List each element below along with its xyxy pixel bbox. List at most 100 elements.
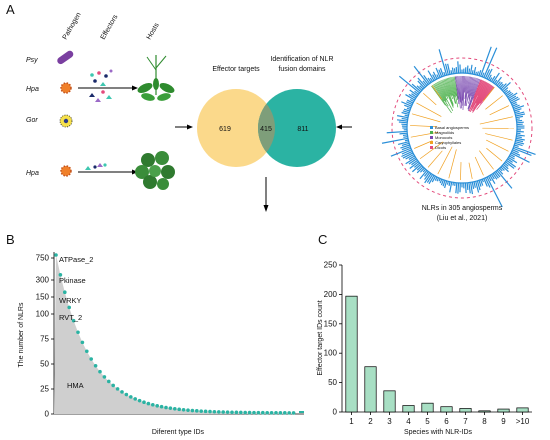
nlr-bar bbox=[514, 142, 523, 147]
tree-branch bbox=[479, 150, 494, 170]
panel-b-y-tick: 750 bbox=[36, 254, 50, 263]
nlr-bar bbox=[514, 108, 522, 112]
tree-branch bbox=[438, 81, 447, 97]
nlr-bar bbox=[476, 180, 481, 191]
nlr-bar bbox=[495, 76, 502, 85]
panel-c-x-title: Species with NLR-IDs bbox=[404, 429, 473, 436]
tree-branch bbox=[457, 76, 461, 109]
tree-branch bbox=[468, 77, 474, 98]
nlr-bar bbox=[487, 74, 492, 81]
nlr-bar bbox=[416, 166, 424, 174]
panel-b-point bbox=[208, 409, 212, 414]
panel-b-point bbox=[129, 395, 133, 399]
tree-branch bbox=[445, 78, 454, 100]
tree-branch bbox=[477, 81, 486, 96]
panel-b-point bbox=[212, 409, 217, 414]
venn-left-title: Effector targets bbox=[212, 66, 260, 73]
tree-branch bbox=[464, 76, 468, 99]
tree-branch bbox=[485, 95, 503, 110]
nlr-bar bbox=[513, 105, 525, 110]
psy-pathogen-icon bbox=[57, 50, 74, 65]
nlr-bar bbox=[503, 162, 509, 167]
tree-branch bbox=[454, 76, 460, 105]
nlr-bar bbox=[401, 101, 412, 107]
nlr-bar bbox=[381, 137, 409, 144]
nlr-bar bbox=[515, 113, 526, 117]
nlr-bar bbox=[470, 182, 474, 195]
nlr-bar bbox=[434, 176, 438, 181]
tree-branch bbox=[439, 80, 449, 99]
nlr-bar bbox=[428, 175, 435, 185]
nlr-bar bbox=[505, 90, 511, 95]
venn-right-circle bbox=[258, 89, 336, 167]
tree-branch bbox=[419, 141, 444, 160]
nlr-bar bbox=[406, 99, 414, 104]
panel-b-point bbox=[234, 410, 239, 415]
nlr-bar bbox=[515, 139, 524, 143]
tree-branch bbox=[480, 86, 494, 104]
panel-c-y-tick: 50 bbox=[328, 378, 337, 387]
nlr-bar bbox=[478, 70, 482, 76]
nlr-bar bbox=[457, 182, 460, 194]
nlr-bar bbox=[455, 182, 458, 194]
tree-branch bbox=[464, 76, 469, 106]
panel-c-y-tick: 250 bbox=[324, 261, 338, 270]
tree-branch bbox=[467, 78, 481, 111]
tree-branch bbox=[459, 76, 462, 104]
nlr-bar bbox=[424, 172, 431, 180]
tree-branch bbox=[431, 85, 446, 106]
panel-b-annotation: RVT_2 bbox=[59, 313, 82, 322]
tree-branch bbox=[460, 76, 463, 109]
nlr-bar bbox=[516, 134, 525, 137]
panel-b-point bbox=[151, 402, 155, 407]
nlr-bar bbox=[478, 180, 482, 187]
row-label-hpa: Hpa bbox=[26, 86, 39, 93]
nlr-bar bbox=[497, 81, 503, 88]
panel-b-y-tick: 100 bbox=[36, 310, 50, 319]
hpa-pathogen-icon-2 bbox=[60, 165, 72, 177]
legend-magnoliids: Magnoliids bbox=[435, 130, 454, 135]
nlr-bar bbox=[493, 79, 498, 84]
panel-b-annotation: HMA bbox=[67, 381, 84, 390]
nlr-bar bbox=[413, 65, 429, 85]
panel-b-point bbox=[120, 390, 124, 394]
tree-branch bbox=[451, 76, 459, 108]
panel-b-point bbox=[247, 410, 252, 415]
nlr-bar bbox=[401, 142, 410, 147]
nlr-bar bbox=[492, 72, 500, 83]
panel-b-point bbox=[159, 404, 164, 409]
tree-branch bbox=[471, 80, 485, 108]
tree-branch bbox=[472, 84, 492, 113]
nlr-bar bbox=[486, 176, 503, 208]
nlr-bar bbox=[471, 181, 475, 189]
panel-b-point bbox=[63, 290, 67, 294]
tree-branch bbox=[434, 83, 449, 107]
nlr-bar bbox=[449, 181, 453, 193]
panel-b-point bbox=[85, 349, 89, 354]
panel-b-point bbox=[107, 379, 111, 384]
panel-b-point bbox=[71, 318, 76, 323]
panel-b-point bbox=[221, 410, 225, 414]
nlr-bar bbox=[511, 101, 517, 106]
tree-branch bbox=[479, 85, 493, 104]
panel-b-point bbox=[164, 405, 168, 410]
nlr-bar bbox=[408, 158, 417, 165]
panel-c-x-tick: >10 bbox=[516, 417, 530, 426]
nlr-bar bbox=[398, 121, 408, 124]
nlr-bar bbox=[513, 146, 536, 156]
nlr-bar bbox=[476, 71, 480, 76]
panel-b-point bbox=[124, 392, 129, 397]
nlr-bar bbox=[401, 149, 412, 155]
tree-branch bbox=[427, 150, 443, 168]
nlr-bar bbox=[414, 162, 421, 168]
tree-branch bbox=[472, 79, 482, 101]
panel-b-point bbox=[146, 401, 151, 406]
panel-b-point bbox=[67, 305, 71, 310]
panel-b-point bbox=[115, 387, 120, 391]
nlr-bar bbox=[448, 181, 451, 187]
nlr-bar bbox=[436, 74, 440, 79]
venn-right-title-1: Identification of NLR bbox=[270, 56, 333, 63]
panel-a-letter: A bbox=[6, 2, 15, 17]
panel-b-point bbox=[54, 253, 58, 257]
tree-branch bbox=[462, 76, 464, 106]
